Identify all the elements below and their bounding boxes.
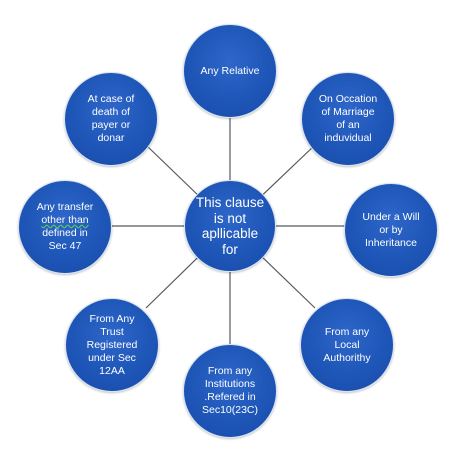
node-institutions: From any Institutions .Refered in Sec10(…: [183, 344, 277, 438]
node-trust: From Any Trust Registered under Sec 12AA: [65, 298, 159, 392]
node-institutions-line-4: Sec10(23C): [201, 404, 259, 416]
node-trust-line-3: Registered: [86, 338, 138, 351]
node-will-line-3: Inheritance: [365, 236, 417, 249]
center-node: This clause is not apllicable for: [184, 180, 276, 272]
node-institutions-line-3: .Refered in: [204, 391, 256, 403]
node-marriage-line-4: induvidual: [324, 132, 372, 144]
node-marriage-line-2: of Marriage: [321, 106, 375, 118]
node-death-line-1: At case of: [87, 93, 135, 105]
center-line-4: for: [222, 241, 238, 257]
node-local-line-1: From any: [324, 325, 370, 338]
node-will-line-2: or by: [379, 223, 403, 236]
node-relative-line-1: Any Relative: [200, 64, 260, 77]
node-any-relative: Any Relative: [183, 24, 277, 118]
node-transfer-line-3: defined in: [42, 227, 88, 239]
node-trust-line-2: Trust: [100, 325, 124, 338]
node-marriage: On Occation of Marriage of an induvidual: [301, 72, 395, 166]
center-line-3: apllicable: [201, 226, 259, 241]
node-transfer-line-4: Sec 47: [48, 240, 82, 252]
node-will-inheritance: Under a Will or by Inheritance: [344, 183, 438, 277]
node-local-line-2: Local: [334, 338, 360, 351]
node-institutions-line-1: From any: [207, 365, 253, 377]
center-line-2: is not: [213, 210, 247, 226]
node-any-transfer: Any transfer other than defined in Sec 4…: [18, 180, 112, 274]
node-death-line-3: payer or: [91, 119, 131, 131]
node-death: At case of death of payer or donar: [64, 72, 158, 166]
node-trust-line-4: under Sec: [88, 351, 136, 364]
node-marriage-line-1: On Occation: [318, 93, 378, 105]
node-death-line-4: donar: [97, 132, 125, 144]
node-marriage-line-3: of an: [336, 119, 360, 131]
node-trust-line-5: 12AA: [99, 364, 125, 377]
node-will-line-1: Under a Will: [362, 210, 420, 223]
node-trust-line-1: From Any: [89, 312, 135, 325]
node-transfer-line-1: Any transfer: [36, 201, 94, 213]
node-local-authority: From any Local Authorithy: [300, 298, 394, 392]
node-institutions-line-2: Institutions: [204, 378, 256, 390]
node-transfer-line-2: other than: [41, 214, 89, 226]
center-line-1: This clause: [195, 195, 265, 210]
node-local-line-3: Authorithy: [323, 351, 371, 364]
node-death-line-2: death of: [92, 106, 130, 118]
